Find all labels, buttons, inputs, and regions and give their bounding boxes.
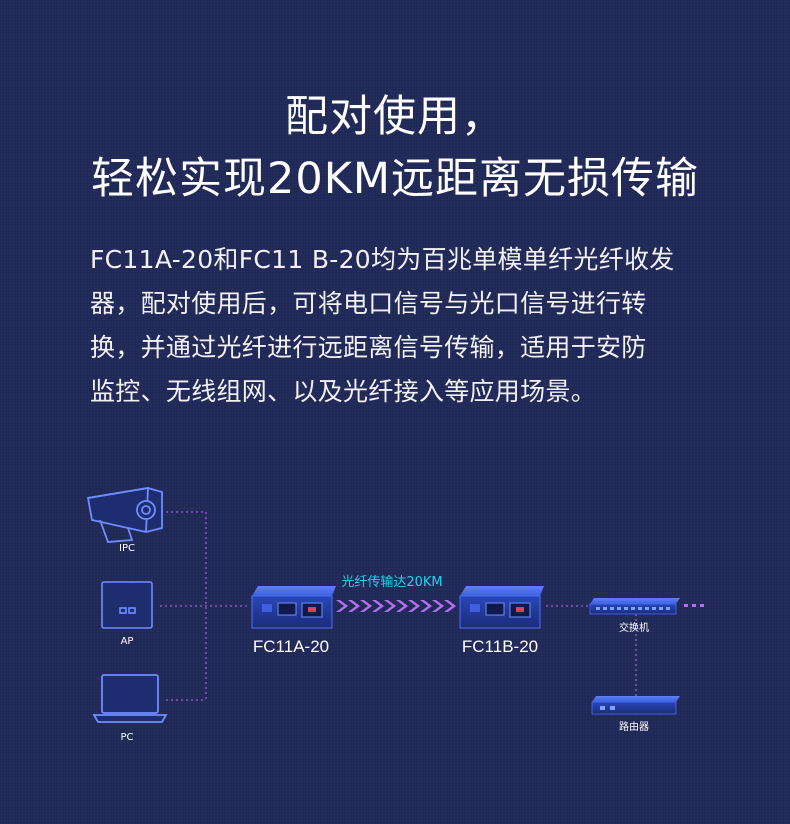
ipc-camera-icon xyxy=(86,486,163,543)
fiber-chevrons xyxy=(336,600,456,612)
transceiver-a-label: FC11A-20 xyxy=(253,637,329,656)
router-icon xyxy=(591,696,680,715)
router-label: 路由器 xyxy=(619,720,649,733)
switch-icon xyxy=(589,598,680,615)
pc-laptop-icon xyxy=(92,674,168,723)
ap-icon xyxy=(101,581,153,629)
ipc-label: IPC xyxy=(119,543,135,554)
headline-line-1: 配对使用， xyxy=(285,92,505,142)
dotted-links-left xyxy=(160,511,250,701)
ap-label: AP xyxy=(121,636,134,647)
description-line-3: 换，并通过光纤进行远距离信号传输，适用于安防 xyxy=(90,333,647,362)
headline: 配对使用， 轻松实现20KM远距离无损传输 xyxy=(0,86,790,210)
description: FC11A-20和FC11 B-20均为百兆单模单纤光纤收发 器，配对使用后，可… xyxy=(90,238,710,414)
network-diagram: IPC AP PC FC11A-20 光纤传输达20KM xyxy=(86,486,704,743)
fiber-distance-label: 光纤传输达20KM xyxy=(341,574,442,590)
switch-label: 交换机 xyxy=(619,621,649,634)
description-line-1: FC11A-20和FC11 B-20均为百兆单模单纤光纤收发 xyxy=(90,245,675,274)
description-line-2: 器，配对使用后，可将电口信号与光口信号进行转 xyxy=(90,289,647,318)
pc-label: PC xyxy=(120,732,133,743)
transceiver-b-label: FC11B-20 xyxy=(462,637,538,656)
switch-uplink-dots xyxy=(684,604,704,607)
transceiver-b-icon xyxy=(459,586,544,629)
dotted-links-right xyxy=(546,605,637,698)
headline-line-2: 轻松实现20KM远距离无损传输 xyxy=(90,154,699,204)
transceiver-a-icon xyxy=(251,586,336,629)
description-line-4: 监控、无线组网、以及光纤接入等应用场景。 xyxy=(90,377,597,406)
